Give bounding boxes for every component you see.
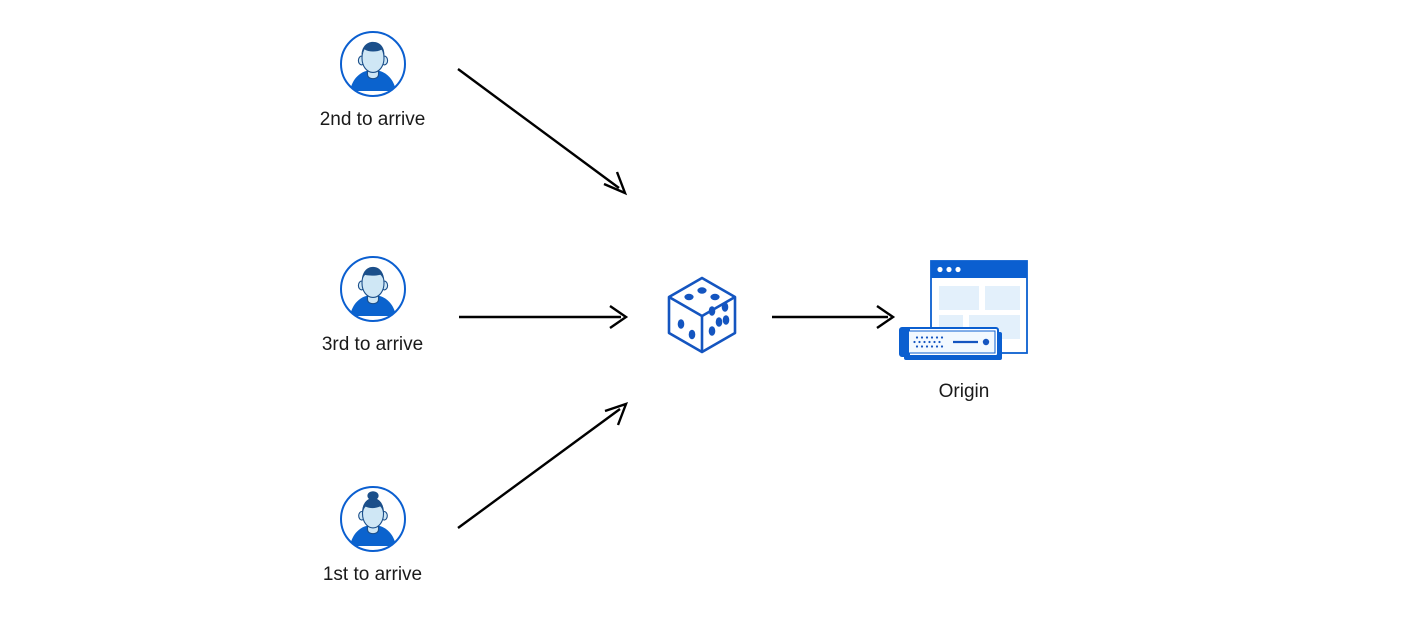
arrow-visitor-bottom-to-dice [457, 402, 629, 529]
node-label-visitor-bottom: 1st to arrive [322, 564, 423, 585]
node-visitor-top[interactable]: 2nd to arrive [316, 29, 429, 131]
user-avatar-icon [338, 29, 408, 99]
node-origin[interactable]: Origin [898, 258, 1030, 403]
node-label-visitor-middle: 3rd to arrive [321, 334, 424, 355]
node-label-origin: Origin [938, 381, 990, 402]
router-icon [899, 327, 1002, 360]
node-label-visitor-top: 2nd to arrive [319, 109, 426, 130]
user-avatar-icon [338, 484, 408, 554]
arrow-visitor-top-to-dice [457, 68, 628, 196]
node-randomizer[interactable] [659, 272, 745, 368]
node-visitor-middle[interactable]: 3rd to arrive [316, 254, 429, 356]
arrow-dice-to-origin [772, 305, 896, 329]
origin-server-icon [898, 258, 1030, 363]
arrow-visitor-middle-to-dice [459, 305, 629, 329]
dice-icon [659, 272, 745, 358]
user-avatar-icon [338, 254, 408, 324]
node-visitor-bottom[interactable]: 1st to arrive [316, 484, 429, 586]
